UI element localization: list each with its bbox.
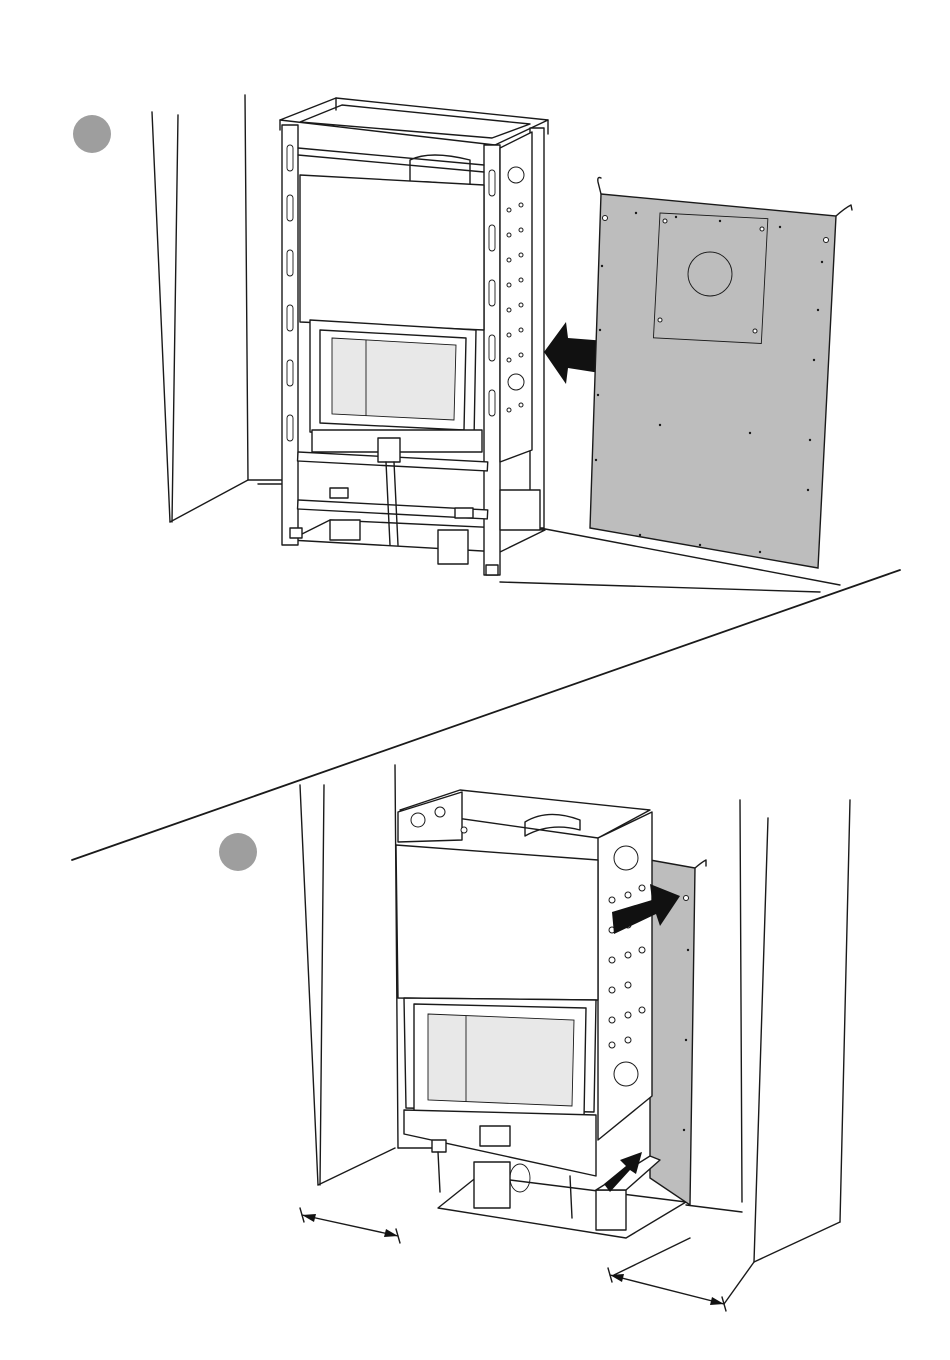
step-1-hood-plate — [300, 175, 484, 330]
step-2-hood-plate — [396, 845, 598, 1000]
step-1-marker — [73, 115, 111, 153]
step-1-support-frame — [280, 98, 548, 575]
step-1-rear-panel — [590, 178, 852, 569]
step-2-panel — [219, 765, 850, 1311]
step-2-left-clearance-dimension — [300, 1208, 400, 1243]
step-1-panel — [73, 95, 852, 592]
step-2-fireplace-insert — [396, 790, 660, 1230]
step-2-right-clearance-dimension — [608, 1238, 754, 1311]
step-2-marker — [219, 833, 257, 871]
